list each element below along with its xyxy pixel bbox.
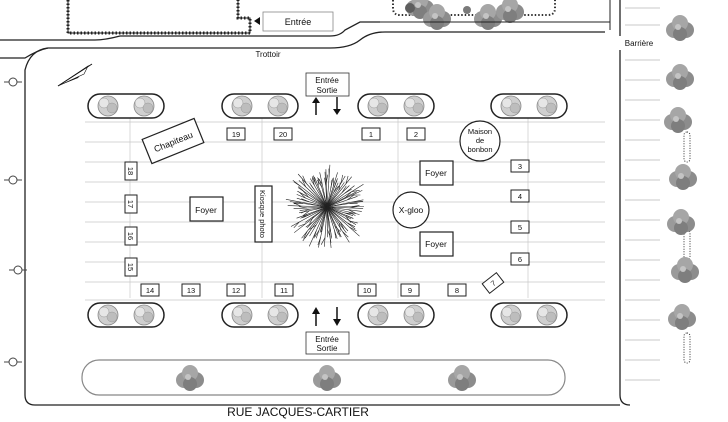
stall-number: 18	[126, 167, 135, 175]
planter-top-2	[222, 94, 298, 118]
kiosque-photo: Kiosque photo	[254, 185, 273, 243]
stall-16: 16	[124, 226, 138, 246]
street-name: RUE JACQUES-CARTIER	[227, 405, 369, 419]
stall-number: 11	[280, 286, 288, 295]
foyer-label: Foyer	[425, 239, 447, 249]
planter-bottom-2	[222, 303, 298, 327]
lamp-post-icon	[3, 357, 23, 367]
lamp-post-icon	[8, 265, 28, 275]
barriere-label-box: Barrière	[616, 36, 662, 50]
entree-sortie-top-line1: Entrée	[315, 76, 339, 85]
barriere-label: Barrière	[625, 39, 654, 48]
lamp-posts	[3, 77, 28, 367]
lamp-post-icon	[3, 77, 23, 87]
stall-number: 16	[126, 232, 135, 240]
layout-grid	[85, 118, 605, 301]
stall-number: 8	[455, 286, 459, 295]
foyer-label: Foyer	[195, 205, 217, 215]
stall-number: 3	[518, 162, 522, 171]
stall-5: 5	[510, 220, 530, 234]
stall-7: 7	[481, 272, 505, 294]
entree-sortie-bottom-line1: Entrée	[315, 335, 339, 344]
stall-number: 15	[126, 263, 135, 271]
maison-label-2: de	[476, 136, 484, 145]
stall-19: 19	[226, 127, 246, 141]
stall-number: 13	[187, 286, 195, 295]
stall-number: 6	[518, 255, 522, 264]
building	[66, 0, 252, 35]
stall-10: 10	[357, 283, 377, 297]
sidewalk	[0, 0, 631, 406]
planter-top-4	[491, 94, 567, 118]
stall-3: 3	[510, 159, 530, 173]
planter-bottom-4	[491, 303, 567, 327]
stall-17: 17	[124, 194, 138, 214]
stall-number: 7	[489, 279, 498, 289]
arrow-icon	[312, 97, 320, 115]
stall-15: 15	[124, 257, 138, 277]
arrow-icon	[333, 97, 341, 115]
trottoir-label: Trottoir	[255, 50, 280, 59]
maison-label-3: bonbon	[467, 145, 492, 154]
foyer-label: Foyer	[425, 168, 447, 178]
right-parking	[625, 7, 660, 381]
planter-bottom-1	[88, 303, 164, 327]
stall-number: 4	[518, 192, 522, 201]
entry-exit-bottom: Entrée Sortie	[305, 307, 350, 355]
central-tree-icon	[285, 164, 365, 248]
maison-bonbon: Maison de bonbon	[459, 120, 501, 162]
planter-top-3	[358, 94, 434, 118]
entree-label: Entrée	[285, 17, 312, 27]
kiosque-label: Kiosque photo	[258, 190, 267, 238]
right-trees	[664, 15, 699, 330]
arrow-icon	[312, 307, 320, 326]
entry-exit-top: Entrée Sortie	[305, 72, 350, 115]
entrance-marker: Entrée	[254, 11, 334, 32]
stall-2: 2	[406, 127, 426, 141]
stall-number: 14	[146, 286, 154, 295]
stall-number: 17	[126, 200, 135, 208]
foyer-left: Foyer	[189, 196, 224, 222]
xgloo: X-gloo	[392, 191, 430, 229]
stall-number: 10	[363, 286, 371, 295]
bottom-planter-strip	[81, 359, 566, 396]
foyer-right-top: Foyer	[419, 160, 454, 186]
stall-number: 19	[232, 130, 240, 139]
stall-18: 18	[124, 161, 138, 181]
lamp-post-icon	[3, 175, 23, 185]
stall-1: 1	[361, 127, 381, 141]
entree-sortie-top-line2: Sortie	[317, 86, 338, 95]
stall-8: 8	[447, 283, 467, 297]
chapiteau: Chapiteau	[141, 117, 205, 165]
stall-number: 1	[369, 130, 373, 139]
planter-top-1	[88, 94, 164, 118]
stall-20: 20	[273, 127, 293, 141]
planter-bottom-3	[358, 303, 434, 327]
entree-sortie-bottom-line2: Sortie	[317, 344, 338, 353]
stall-number: 5	[518, 223, 522, 232]
stall-4: 4	[510, 189, 530, 203]
stall-number: 20	[279, 130, 287, 139]
stall-13: 13	[181, 283, 201, 297]
stall-6: 6	[510, 252, 530, 266]
stall-11: 11	[274, 283, 294, 297]
arrow-icon	[333, 307, 341, 326]
stall-number: 2	[414, 130, 418, 139]
maison-label-1: Maison	[468, 127, 492, 136]
stall-number: 12	[232, 286, 240, 295]
stall-number: 9	[408, 286, 412, 295]
foyer-right-bottom: Foyer	[419, 231, 454, 257]
yard	[392, 0, 556, 30]
stall-9: 9	[400, 283, 420, 297]
north-arrow-icon	[57, 63, 93, 87]
xgloo-label: X-gloo	[399, 205, 424, 215]
stall-12: 12	[226, 283, 246, 297]
stall-14: 14	[140, 283, 160, 297]
